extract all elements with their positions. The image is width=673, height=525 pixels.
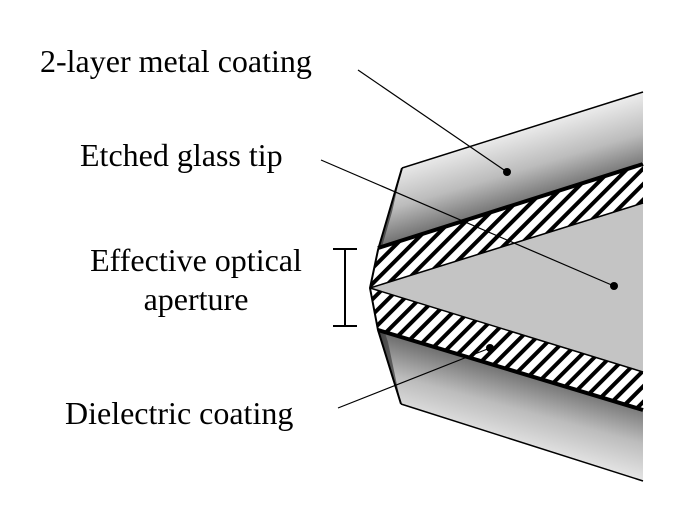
metal-coating-bottom <box>378 330 643 481</box>
glass-edge-top <box>369 202 644 289</box>
metal-dielectric-boundary-top <box>377 162 644 250</box>
leader-line-dielectric <box>337 347 491 409</box>
tip-outline <box>368 167 403 405</box>
coating-outer-edge-top <box>401 91 644 169</box>
dielectric-coating-top <box>370 165 643 288</box>
label-aperture-line1: Effective optical <box>90 242 302 278</box>
dielectric-marker-dot <box>486 344 494 352</box>
label-aperture-line2: aperture <box>144 281 249 317</box>
leader-line-metal-coating <box>357 69 508 173</box>
aperture-bracket <box>333 248 357 327</box>
label-metal-coating: 2-layer metal coating <box>40 43 312 79</box>
metal-dielectric-boundary-bottom <box>377 328 644 412</box>
metal-coating-marker-dot <box>503 168 511 176</box>
glass-tip-marker-dot <box>610 282 618 290</box>
label-dielectric-coating: Dielectric coating <box>65 395 293 431</box>
dielectric-coating-bottom <box>370 288 643 410</box>
leader-line-glass-tip <box>320 159 615 287</box>
label-glass-tip: Etched glass tip <box>80 137 283 173</box>
etched-glass-core <box>370 203 643 372</box>
glass-edge-bottom <box>369 287 644 373</box>
coating-outer-edge-bottom <box>400 403 644 482</box>
